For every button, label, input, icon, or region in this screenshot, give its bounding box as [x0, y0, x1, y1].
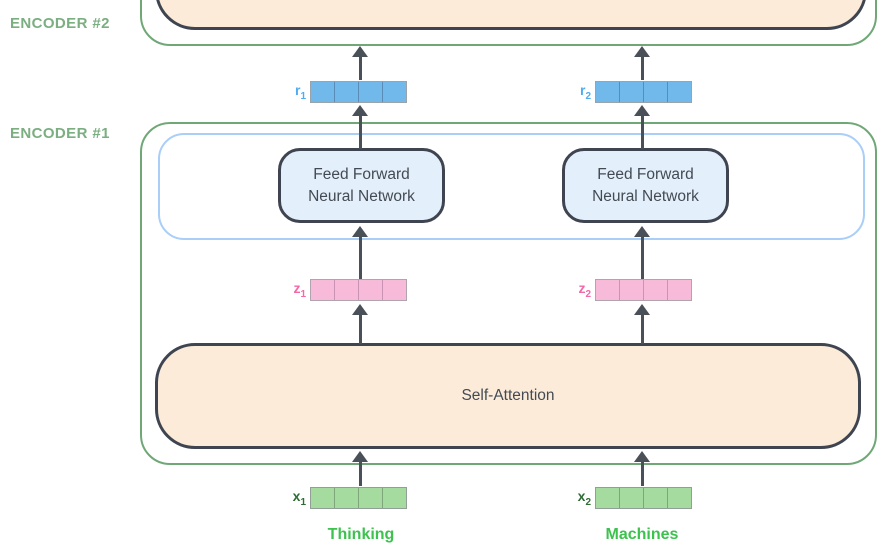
self-attention-label: Self-Attention — [461, 387, 555, 404]
encoder2-box — [140, 0, 877, 46]
vector-r2: r2 — [569, 81, 692, 103]
encoder2-label: ENCODER #2 — [10, 15, 110, 32]
vector-cell — [620, 488, 644, 508]
vector-z2-label: z2 — [578, 280, 591, 300]
vector-cell — [620, 280, 644, 300]
vector-cell — [359, 488, 383, 508]
arrow-ffnn1-to-r1 — [352, 105, 368, 149]
vector-z2: z2 — [569, 279, 692, 301]
encoder1-label: ENCODER #1 — [10, 125, 110, 142]
arrow-x1-to-selfattention — [352, 451, 368, 486]
vector-cell — [335, 488, 359, 508]
arrow-selfattention-to-z1 — [352, 304, 368, 344]
vector-z1: z1 — [284, 279, 407, 301]
ffnn2-label-line2: Neural Network — [592, 187, 699, 205]
vector-cell — [311, 82, 335, 102]
vector-r1-cells — [310, 81, 407, 103]
arrowhead-icon — [352, 226, 368, 237]
vector-cell — [359, 280, 383, 300]
vector-r1: r1 — [284, 81, 407, 103]
ffnn1-box: Feed Forward Neural Network — [278, 148, 445, 223]
vector-x2-label: x2 — [577, 488, 591, 508]
vector-x1-label: x1 — [292, 488, 306, 508]
vector-cell — [644, 488, 668, 508]
vector-cell — [620, 82, 644, 102]
vector-cell — [644, 280, 668, 300]
vector-cell — [668, 488, 691, 508]
vector-cell — [311, 280, 335, 300]
encoder1-box — [140, 122, 877, 465]
vector-x2-cells — [595, 487, 692, 509]
vector-cell — [335, 280, 359, 300]
arrowhead-icon — [634, 226, 650, 237]
arrowhead-icon — [352, 304, 368, 315]
arrowhead-icon — [352, 46, 368, 57]
arrowhead-icon — [352, 451, 368, 462]
vector-cell — [668, 82, 691, 102]
vector-r2-label: r2 — [579, 82, 591, 102]
arrowhead-icon — [352, 105, 368, 116]
ffnn1-label-line2: Neural Network — [308, 187, 415, 205]
vector-cell — [596, 488, 620, 508]
word-label-thinking: Thinking — [327, 526, 395, 543]
ffnn2-label-line1: Feed Forward — [597, 165, 694, 183]
arrowhead-icon — [634, 451, 650, 462]
vector-r2-cells — [595, 81, 692, 103]
ffnn1-label-line1: Feed Forward — [313, 165, 410, 183]
vector-cell — [383, 82, 406, 102]
vector-cell — [383, 488, 406, 508]
arrow-z2-to-ffnn2 — [634, 226, 650, 279]
arrow-z1-to-ffnn1 — [352, 226, 368, 279]
arrow-selfattention-to-z2 — [634, 304, 650, 344]
vector-cell — [359, 82, 383, 102]
encoder1-ffnn-layer-outline — [158, 133, 865, 240]
encoder2-self-attention-box — [155, 0, 867, 30]
vector-z1-cells — [310, 279, 407, 301]
arrowhead-icon — [634, 105, 650, 116]
ffnn2-box: Feed Forward Neural Network — [562, 148, 729, 223]
vector-cell — [596, 82, 620, 102]
word-label-machines: Machines — [605, 526, 679, 543]
vector-cell — [596, 280, 620, 300]
arrow-x2-to-selfattention — [634, 451, 650, 486]
arrowhead-icon — [634, 304, 650, 315]
vector-r1-label: r1 — [294, 82, 306, 102]
arrow-r1-to-encoder2 — [352, 46, 368, 80]
vector-cell — [668, 280, 691, 300]
vector-z2-cells — [595, 279, 692, 301]
self-attention-box: Self-Attention — [155, 343, 861, 449]
arrow-ffnn2-to-r2 — [634, 105, 650, 149]
vector-x2: x2 — [569, 487, 692, 509]
vector-cell — [311, 488, 335, 508]
vector-x1-cells — [310, 487, 407, 509]
vector-cell — [335, 82, 359, 102]
vector-x1: x1 — [284, 487, 407, 509]
vector-cell — [383, 280, 406, 300]
vector-cell — [644, 82, 668, 102]
arrowhead-icon — [634, 46, 650, 57]
vector-z1-label: z1 — [293, 280, 306, 300]
arrow-r2-to-encoder2 — [634, 46, 650, 80]
